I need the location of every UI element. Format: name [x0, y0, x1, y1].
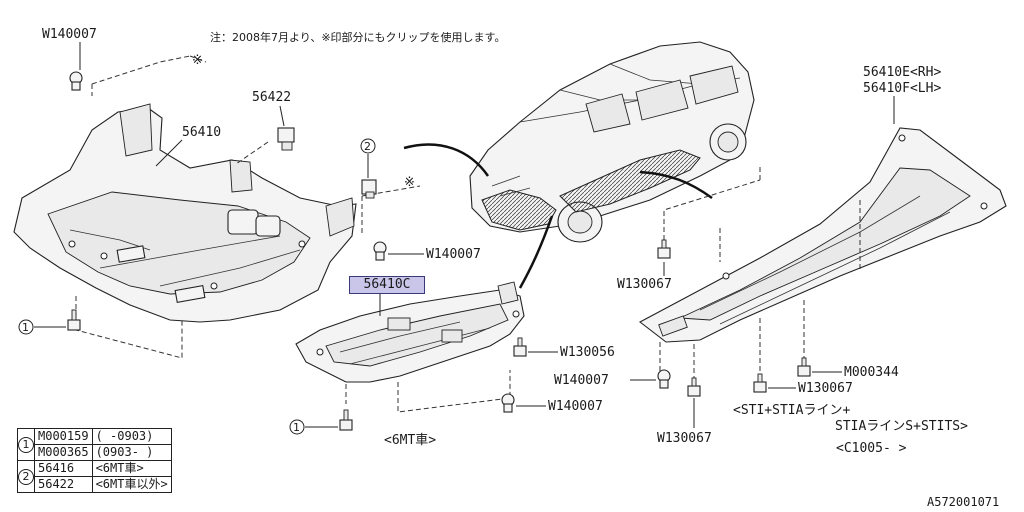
bolt-bottom [339, 409, 353, 431]
callout-circle-1-bottom: 1 [293, 421, 300, 434]
callout-w130056: W130056 [560, 345, 615, 360]
sti-line-3: <C1005- > [836, 441, 907, 456]
clip-w130067-left [657, 239, 671, 259]
callout-w130067-left: W130067 [617, 277, 672, 292]
legend-note: ( -0903) [91, 428, 172, 445]
legend-group-2: 2 [17, 460, 35, 493]
callout-56410: 56410 [182, 125, 221, 140]
legend-part: 56422 [34, 476, 93, 493]
callout-w140007-mid: W140007 [426, 247, 481, 262]
legend-group-1: 1 [17, 428, 35, 461]
clip-w130056 [513, 337, 527, 357]
legend-note: <6MT車> [91, 460, 172, 477]
callout-circle-1-left: 1 [22, 321, 29, 334]
legend-note: (0903- ) [91, 444, 172, 461]
callout-w140007-top: W140007 [42, 27, 97, 42]
callout-m000344: M000344 [844, 365, 899, 380]
legend-part: 56416 [34, 460, 93, 477]
clip-w140007-lower-b [501, 393, 515, 413]
catalog-code: A572001071 [927, 495, 1000, 509]
legend-row: 2 56416 <6MT車> [17, 460, 172, 493]
vehicle-illustration [469, 41, 755, 243]
legend-row: 1 M000159 ( -0903) [17, 428, 172, 461]
asterisk-mid: ※ [404, 175, 415, 190]
clip-56422 [277, 127, 295, 151]
asterisk-top: ※ [192, 53, 203, 68]
callout-56410c-highlight: 56410C [349, 276, 425, 294]
clip-w140007-mid [373, 241, 387, 261]
callout-w130067-right: W130067 [798, 381, 853, 396]
callout-56422: 56422 [252, 90, 291, 105]
legend-row: 56422 <6MT車以外> [18, 476, 172, 493]
legend-part: M000159 [34, 428, 93, 445]
assembly-note: 注：2008年7月より、※印部分にもクリップを使用します。 [210, 30, 505, 44]
clip-w140007-top [69, 71, 83, 91]
legend-part: M000365 [34, 444, 93, 461]
clip-w130067-bottom [687, 377, 701, 397]
clip-w130067-right [753, 373, 767, 393]
circle-2-marker [360, 138, 376, 154]
under-cover-56410 [13, 103, 357, 323]
clip-w140007-lower-a [657, 369, 671, 389]
sti-line-1: <STI+STIAライン+ [733, 403, 850, 418]
callout-w140007-lower-b: W140007 [548, 399, 603, 414]
circle-1-left-marker [18, 319, 34, 335]
bolt-left [67, 309, 81, 331]
legend-row: M000365 (0903- ) [18, 444, 172, 461]
under-cover-56410ef [638, 127, 1007, 343]
circle-1-bottom-marker [289, 419, 305, 435]
callout-56410e: 56410E<RH> [863, 65, 941, 80]
callout-w140007-lower-a: W140007 [554, 373, 609, 388]
callout-56410f: 56410F<LH> [863, 81, 941, 96]
legend-note: <6MT車以外> [91, 476, 172, 493]
callout-w130067-bottom: W130067 [657, 431, 712, 446]
under-cover-56410c [295, 281, 525, 383]
sti-line-2: STIAラインS+STITS> [835, 419, 968, 434]
label-6mt: <6MT車> [384, 433, 436, 448]
callout-circle-2: 2 [364, 140, 371, 153]
parts-legend-table: 1 M000159 ( -0903) M000365 (0903- ) 2 56… [17, 428, 172, 493]
bolt-m000344 [797, 357, 811, 377]
